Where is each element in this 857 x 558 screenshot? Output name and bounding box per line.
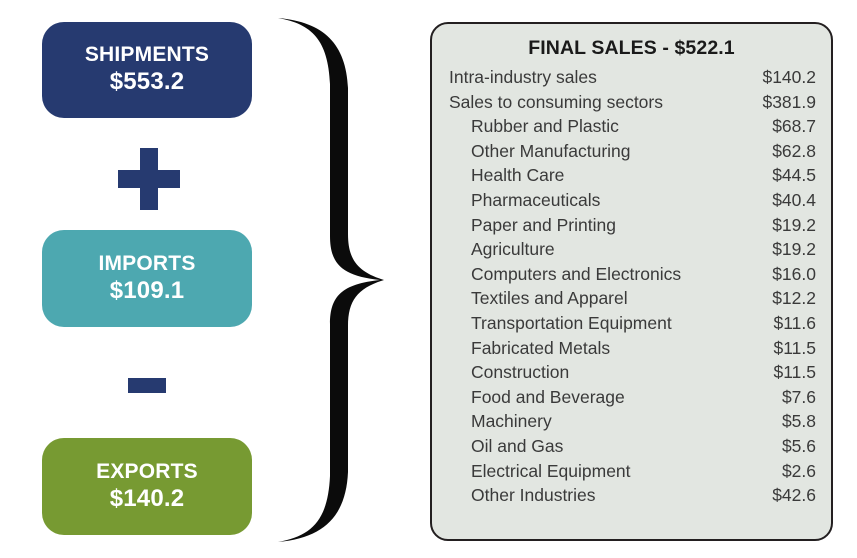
shipments-value: $553.2 (109, 68, 185, 96)
list-item-label: Rubber and Plastic (471, 116, 619, 137)
list-item-value: $44.5 (772, 165, 816, 186)
list-item-value: $381.9 (762, 91, 816, 112)
imports-box: IMPORTS $109.1 (42, 230, 252, 327)
list-item: Oil and Gas $5.6 (449, 436, 816, 461)
list-item-label: Transportation Equipment (471, 312, 672, 333)
list-item: Rubber and Plastic $68.7 (449, 116, 816, 141)
exports-value: $140.2 (109, 484, 185, 512)
list-item-label: Fabricated Metals (471, 337, 611, 358)
imports-value: $109.1 (109, 276, 185, 304)
list-item: Electrical Equipment $2.6 (449, 461, 816, 486)
minus-operator-icon (128, 378, 166, 393)
list-item-label: Other Manufacturing (471, 140, 631, 161)
list-item-label: Sales to consuming sectors (449, 91, 663, 112)
list-item-label: Agriculture (471, 239, 555, 260)
list-item: Sales to consuming sectors $381.9 (449, 92, 816, 117)
list-item-value: $140.2 (762, 67, 816, 87)
list-item-value: $40.4 (772, 189, 816, 210)
list-item-value: $19.2 (772, 239, 816, 260)
list-item-value: $62.8 (772, 140, 816, 161)
list-item: Machinery $5.8 (449, 411, 816, 436)
list-item-value: $5.8 (781, 411, 816, 432)
list-item: Textiles and Apparel $12.2 (449, 288, 816, 313)
shipments-box: SHIPMENTS $553.2 (42, 22, 252, 118)
list-item-value: $19.2 (772, 214, 816, 235)
list-item-label: Food and Beverage (471, 386, 625, 407)
list-item: Fabricated Metals $11.5 (449, 338, 816, 363)
final-sales-panel: FINAL SALES - $522.1 Intra-industry sale… (430, 22, 833, 541)
list-item-value: $11.5 (773, 362, 817, 383)
list-item: Other Industries $42.6 (449, 485, 816, 510)
list-item-value: $42.6 (772, 485, 816, 506)
list-item: Transportation Equipment $11.6 (449, 313, 816, 338)
list-item: Paper and Printing $19.2 (449, 215, 816, 240)
list-item-label: Oil and Gas (471, 435, 564, 456)
exports-label: EXPORTS (96, 459, 198, 483)
list-item-label: Pharmaceuticals (471, 189, 601, 210)
list-item-value: $2.6 (781, 460, 816, 481)
plus-vertical-bar (140, 148, 158, 210)
list-item-label: Other Industries (471, 485, 596, 506)
list-item: Construction $11.5 (449, 362, 816, 387)
list-item-label: Machinery (471, 411, 552, 432)
plus-operator-icon (118, 148, 180, 210)
list-item: Intra-industry sales $140.2 (449, 67, 816, 92)
list-item-value: $11.6 (773, 312, 817, 333)
list-item-value: $16.0 (772, 263, 816, 284)
list-item-value: $12.2 (772, 288, 816, 309)
list-item: Food and Beverage $7.6 (449, 387, 816, 412)
list-item: Other Manufacturing $62.8 (449, 141, 816, 166)
list-item-label: Electrical Equipment (471, 460, 631, 481)
exports-box: EXPORTS $140.2 (42, 438, 252, 535)
list-item: Agriculture $19.2 (449, 239, 816, 264)
list-item: Health Care $44.5 (449, 165, 816, 190)
list-item-label: Health Care (471, 165, 565, 186)
list-item-label: Construction (471, 362, 570, 383)
list-item-value: $68.7 (772, 116, 816, 137)
curly-brace-icon (278, 18, 384, 542)
panel-title: FINAL SALES - $522.1 (528, 37, 735, 59)
imports-label: IMPORTS (98, 251, 196, 275)
list-item: Computers and Electronics $16.0 (449, 264, 816, 289)
list-item-label: Intra-industry sales (449, 67, 597, 87)
shipments-label: SHIPMENTS (84, 43, 210, 67)
list-item-label: Paper and Printing (471, 214, 616, 235)
list-item-value: $7.6 (781, 386, 816, 407)
list-item: Pharmaceuticals $40.4 (449, 190, 816, 215)
list-item-value: $5.6 (781, 435, 816, 456)
list-item-label: Computers and Electronics (471, 263, 682, 284)
list-item-value: $11.5 (773, 337, 817, 358)
list-item-label: Textiles and Apparel (471, 288, 628, 309)
